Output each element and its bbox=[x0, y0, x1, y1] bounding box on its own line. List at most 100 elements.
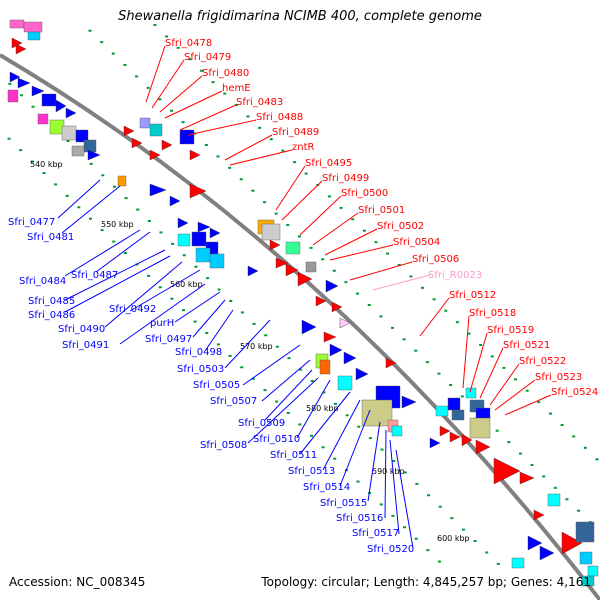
gene-feature[interactable] bbox=[339, 317, 351, 329]
gene-feature[interactable] bbox=[401, 395, 417, 409]
gene-feature[interactable] bbox=[439, 425, 451, 437]
gene-feature[interactable] bbox=[575, 521, 595, 543]
gene-label[interactable]: zntR bbox=[292, 142, 315, 153]
gene-feature[interactable] bbox=[191, 231, 207, 247]
gene-feature[interactable] bbox=[209, 253, 225, 269]
gene-feature[interactable] bbox=[533, 509, 545, 521]
gene-label[interactable]: Sfri_0519 bbox=[487, 325, 534, 336]
gene-feature[interactable] bbox=[23, 21, 43, 33]
gene-feature[interactable] bbox=[27, 31, 41, 41]
gene-feature[interactable] bbox=[297, 271, 313, 287]
gene-label[interactable]: Sfri_0489 bbox=[272, 127, 319, 138]
gene-feature[interactable] bbox=[169, 195, 181, 207]
gene-feature[interactable] bbox=[195, 247, 211, 263]
gene-label[interactable]: Sfri_0499 bbox=[322, 173, 369, 184]
gene-feature[interactable] bbox=[385, 357, 397, 369]
gene-label[interactable]: Sfri_0490 bbox=[58, 324, 105, 335]
gene-label[interactable]: Sfri_0504 bbox=[393, 237, 440, 248]
gene-feature[interactable] bbox=[429, 437, 441, 449]
gene-feature[interactable] bbox=[511, 557, 525, 569]
gene-label[interactable]: Sfri_0495 bbox=[305, 158, 352, 169]
gene-feature[interactable] bbox=[189, 149, 201, 161]
gene-feature[interactable] bbox=[315, 295, 327, 307]
gene-feature[interactable] bbox=[547, 493, 561, 507]
gene-label[interactable]: Sfri_0484 bbox=[19, 276, 66, 287]
gene-label[interactable]: Sfri_0507 bbox=[210, 396, 257, 407]
gene-feature[interactable] bbox=[475, 439, 491, 455]
gene-label[interactable]: purH bbox=[150, 318, 174, 329]
gene-feature[interactable] bbox=[71, 145, 85, 157]
gene-feature[interactable] bbox=[539, 545, 555, 561]
gene-feature[interactable] bbox=[261, 223, 281, 241]
gene-label[interactable]: Sfri_0502 bbox=[377, 221, 424, 232]
gene-feature[interactable] bbox=[391, 425, 403, 437]
gene-feature[interactable] bbox=[337, 375, 353, 391]
gene-label[interactable]: Sfri_0513 bbox=[288, 466, 335, 477]
gene-feature[interactable] bbox=[447, 397, 461, 411]
gene-feature[interactable] bbox=[435, 405, 449, 417]
gene-label[interactable]: Sfri_0510 bbox=[253, 434, 300, 445]
gene-label[interactable]: Sfri_0515 bbox=[320, 498, 367, 509]
gene-feature[interactable] bbox=[561, 531, 583, 555]
gene-feature[interactable] bbox=[37, 113, 49, 125]
gene-feature[interactable] bbox=[149, 149, 161, 161]
gene-feature[interactable] bbox=[161, 139, 173, 151]
gene-label[interactable]: Sfri_R0023 bbox=[428, 270, 482, 281]
gene-feature[interactable] bbox=[209, 227, 221, 239]
gene-label[interactable]: Sfri_0497 bbox=[145, 334, 192, 345]
gene-feature[interactable] bbox=[493, 457, 521, 485]
gene-label[interactable]: Sfri_0486 bbox=[28, 310, 75, 321]
gene-label[interactable]: Sfri_0487 bbox=[71, 270, 118, 281]
gene-feature[interactable] bbox=[65, 107, 77, 119]
gene-label[interactable]: Sfri_0509 bbox=[238, 418, 285, 429]
gene-feature[interactable] bbox=[7, 89, 19, 103]
gene-feature[interactable] bbox=[139, 117, 151, 129]
gene-feature[interactable] bbox=[247, 265, 259, 277]
gene-feature[interactable] bbox=[343, 351, 357, 365]
gene-feature[interactable] bbox=[179, 129, 195, 145]
gene-label[interactable]: Sfri_0485 bbox=[28, 296, 75, 307]
gene-feature[interactable] bbox=[123, 125, 135, 137]
gene-feature[interactable] bbox=[41, 93, 57, 107]
gene-feature[interactable] bbox=[9, 19, 25, 29]
gene-feature[interactable] bbox=[469, 417, 491, 439]
gene-label[interactable]: Sfri_0517 bbox=[352, 528, 399, 539]
gene-feature[interactable] bbox=[149, 123, 163, 137]
gene-feature[interactable] bbox=[275, 257, 289, 269]
gene-feature[interactable] bbox=[117, 175, 127, 187]
gene-feature[interactable] bbox=[305, 261, 317, 273]
gene-label[interactable]: Sfri_0491 bbox=[62, 340, 109, 351]
gene-label[interactable]: Sfri_0511 bbox=[270, 450, 317, 461]
gene-feature[interactable] bbox=[55, 99, 67, 113]
gene-feature[interactable] bbox=[131, 137, 143, 149]
gene-feature[interactable] bbox=[61, 125, 77, 141]
gene-label[interactable]: Sfri_0512 bbox=[449, 290, 496, 301]
gene-feature[interactable] bbox=[579, 551, 593, 565]
gene-label[interactable]: Sfri_0521 bbox=[503, 340, 550, 351]
gene-label[interactable]: Sfri_0524 bbox=[551, 387, 598, 398]
gene-label[interactable]: Sfri_0501 bbox=[358, 205, 405, 216]
gene-feature[interactable] bbox=[527, 535, 543, 551]
gene-label[interactable]: Sfri_0492 bbox=[109, 304, 156, 315]
gene-label[interactable]: Sfri_0500 bbox=[341, 188, 388, 199]
gene-label[interactable]: Sfri_0508 bbox=[200, 440, 247, 451]
gene-label[interactable]: Sfri_0479 bbox=[184, 52, 231, 63]
gene-feature[interactable] bbox=[149, 183, 167, 197]
gene-feature[interactable] bbox=[31, 85, 45, 97]
gene-label[interactable]: Sfri_0505 bbox=[193, 380, 240, 391]
gene-label[interactable]: Sfri_0523 bbox=[535, 372, 582, 383]
gene-feature[interactable] bbox=[325, 279, 339, 293]
gene-feature[interactable] bbox=[361, 399, 393, 427]
gene-label[interactable]: Sfri_0480 bbox=[202, 68, 249, 79]
gene-label[interactable]: Sfri_0503 bbox=[177, 364, 224, 375]
gene-label[interactable]: Sfri_0498 bbox=[175, 347, 222, 358]
gene-feature[interactable] bbox=[269, 239, 281, 251]
gene-feature[interactable] bbox=[301, 319, 317, 335]
gene-feature[interactable] bbox=[461, 433, 473, 447]
gene-feature[interactable] bbox=[83, 139, 97, 153]
gene-label[interactable]: Sfri_0514 bbox=[303, 482, 350, 493]
gene-feature[interactable] bbox=[355, 367, 369, 381]
gene-feature[interactable] bbox=[15, 43, 27, 55]
gene-feature[interactable] bbox=[319, 359, 331, 375]
gene-feature[interactable] bbox=[581, 575, 595, 587]
